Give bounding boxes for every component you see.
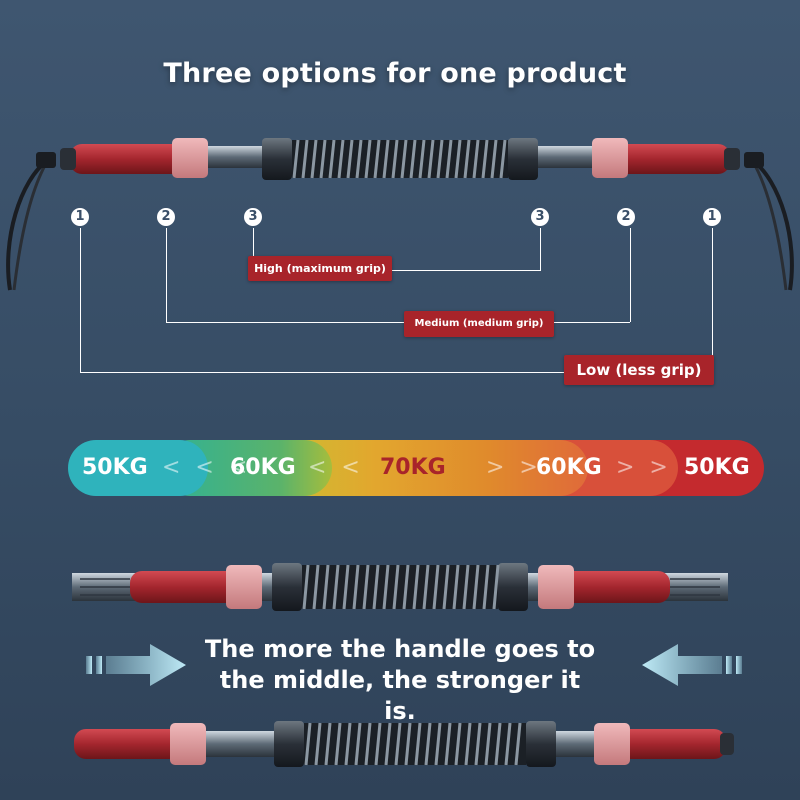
scale-label-50kg-right: 50KG xyxy=(684,455,750,480)
connector-2-bottom-right xyxy=(554,322,630,323)
connector-1-left xyxy=(80,228,81,372)
resistance-scale: 50KG < < < 60KG < < 70KG > > 60KG > > 50… xyxy=(68,440,764,496)
marker-3-right: 3 xyxy=(531,208,549,226)
grip-bar-middle xyxy=(72,563,728,611)
marker-2-right: 2 xyxy=(617,208,635,226)
connector-1-bottom xyxy=(80,372,564,373)
page-title: Three options for one product xyxy=(163,58,627,89)
chevrons-right-2: > > xyxy=(616,455,672,480)
arrow-right-icon xyxy=(86,644,186,686)
handle-left-middle xyxy=(130,571,250,603)
scale-label-50kg-left: 50KG xyxy=(82,455,148,480)
tag-high-grip: High (maximum grip) xyxy=(248,256,392,281)
grip-bar-bottom xyxy=(74,721,734,767)
handle-right xyxy=(610,144,730,174)
chevrons-right-1: > > xyxy=(486,455,542,480)
handle-right-bottom xyxy=(616,729,726,759)
slogan-line-1: The more the handle goes to xyxy=(204,635,596,663)
connector-2-left xyxy=(166,228,167,322)
scale-label-60kg-right: 60KG xyxy=(536,455,602,480)
arrow-left-icon xyxy=(642,644,742,686)
spring-top xyxy=(292,139,508,179)
slogan-line-2: the middle, the stronger it is. xyxy=(219,666,581,725)
handle-left-bottom xyxy=(74,729,184,759)
tag-medium-grip: Medium (medium grip) xyxy=(404,311,554,337)
connector-3-left xyxy=(253,228,254,258)
wrist-strap-left xyxy=(6,158,50,291)
grip-bar-top xyxy=(6,138,794,291)
marker-2-left: 2 xyxy=(157,208,175,226)
connector-2-right xyxy=(630,228,631,322)
slogan: The more the handle goes to the middle, … xyxy=(200,634,600,727)
connector-3-bottom xyxy=(392,270,541,271)
marker-3-left: 3 xyxy=(244,208,262,226)
scale-label-60kg-left: 60KG xyxy=(230,455,296,480)
connector-1-right xyxy=(712,228,713,356)
scale-segment-teal xyxy=(68,440,208,496)
marker-1-left: 1 xyxy=(71,208,89,226)
connector-3-right xyxy=(540,228,541,270)
connector-2-bottom-left xyxy=(166,322,404,323)
tag-low-grip: Low (less grip) xyxy=(564,355,714,385)
wrist-strap-right xyxy=(750,158,794,291)
handle-left xyxy=(70,144,190,174)
chevrons-left-2: < < xyxy=(308,455,364,480)
marker-1-right: 1 xyxy=(703,208,721,226)
scale-label-70kg-center: 70KG xyxy=(380,455,446,480)
handle-right-middle xyxy=(550,571,670,603)
chevrons-left-1: < < < xyxy=(162,455,252,480)
